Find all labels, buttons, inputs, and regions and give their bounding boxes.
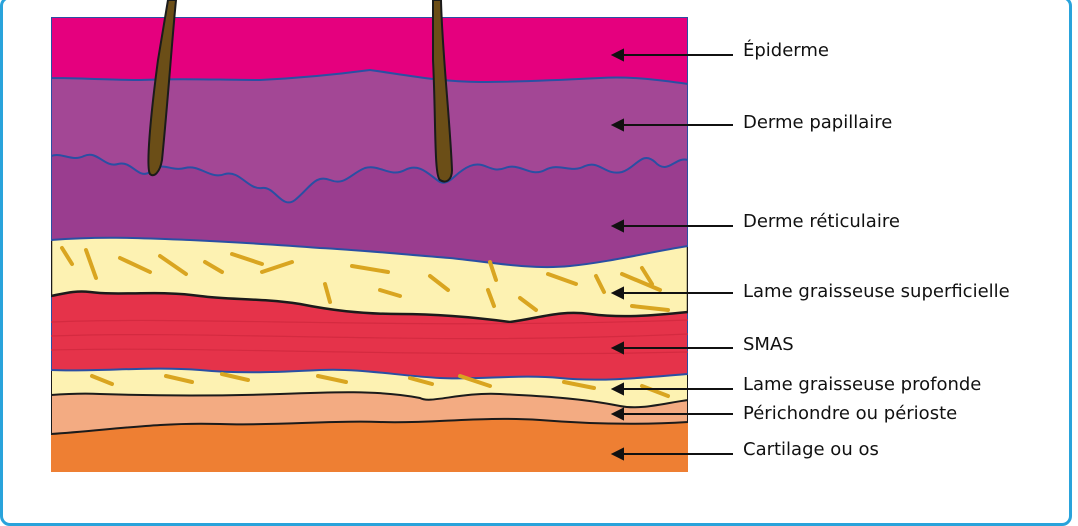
label-derme-reticulaire: Derme réticulaire <box>743 211 900 232</box>
fat-strands <box>60 246 670 398</box>
label-perichondre: Périchondre ou périoste <box>743 403 958 424</box>
label-lame-profonde: Lame graisseuse profonde <box>743 374 982 395</box>
label-lame-superficielle: Lame graisseuse superficielle <box>743 281 1010 302</box>
layer-epiderme <box>51 17 688 86</box>
smas-fibers <box>51 319 688 355</box>
label-epiderme: Épiderme <box>743 40 829 61</box>
hair-follicle-left <box>147 0 178 177</box>
label-smas: SMAS <box>743 334 794 355</box>
label-derme-papillaire: Derme papillaire <box>743 112 893 133</box>
label-arrows <box>610 48 733 461</box>
hair-follicle-right <box>432 0 454 183</box>
label-cartilage: Cartilage ou os <box>743 439 879 460</box>
